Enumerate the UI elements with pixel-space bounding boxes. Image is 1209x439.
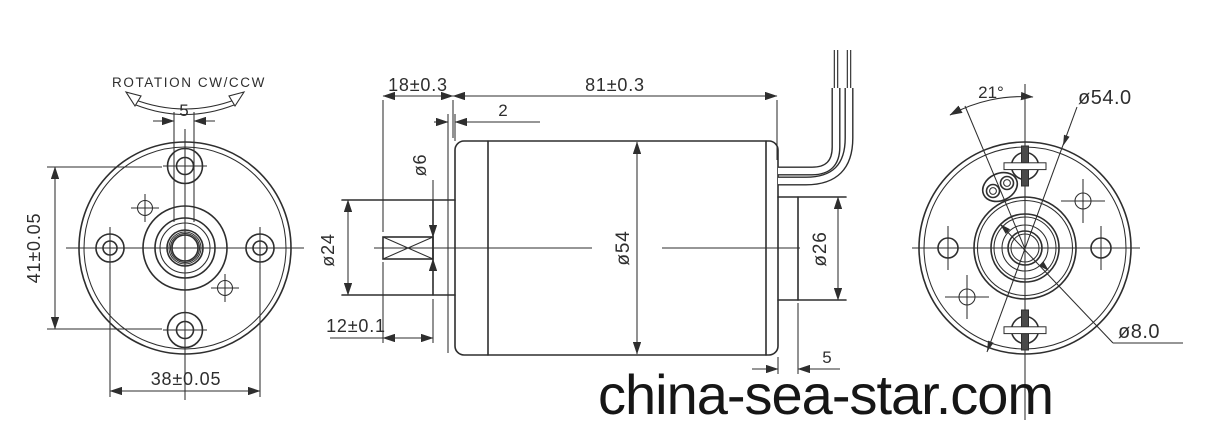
dim-shaft-length: 12±0.1 <box>326 262 434 343</box>
dim-center-bore: ø8.0 <box>999 223 1183 344</box>
svg-text:81±0.3: 81±0.3 <box>585 75 645 95</box>
lead-wires <box>778 50 854 186</box>
front-shaft-ring-2 <box>168 231 202 265</box>
watermark-text: china-sea-star.com <box>598 363 1053 426</box>
screw-top <box>1003 145 1047 187</box>
dim-wire-angle: 21° <box>949 83 1034 116</box>
screw-bottom <box>1003 309 1047 351</box>
svg-text:ø54: ø54 <box>613 230 634 265</box>
svg-text:5: 5 <box>822 348 831 367</box>
rear-outer-circle <box>918 141 1132 355</box>
front-shaft-ring-1 <box>166 229 204 267</box>
svg-text:21°: 21° <box>978 83 1004 102</box>
svg-text:2: 2 <box>498 101 507 120</box>
dim-lip-width: 2 <box>434 101 540 143</box>
wire-grommet <box>981 171 1019 203</box>
svg-text:ø6: ø6 <box>410 154 430 177</box>
svg-text:ø54.0: ø54.0 <box>1078 87 1132 109</box>
dim-outer-diameter: ø54.0 <box>986 87 1132 353</box>
front-bearing-circle <box>154 217 216 279</box>
dim-body-diameter: ø54 <box>613 141 642 355</box>
dim-vertical-spacing: 41±0.05 <box>24 166 162 330</box>
svg-text:38±0.05: 38±0.05 <box>151 369 222 389</box>
rotation-label: ROTATION CW/CCW <box>112 75 266 90</box>
rear-hub-circle <box>973 196 1077 300</box>
svg-text:ø24: ø24 <box>318 233 338 266</box>
front-outer-circle <box>78 141 292 355</box>
rear-side-holes <box>937 226 1112 270</box>
svg-text:18±0.3: 18±0.3 <box>388 75 448 95</box>
front-bearing-ring <box>159 222 211 274</box>
rear-bearing-circle-3 <box>1001 224 1049 272</box>
front-pilot-holes <box>131 194 239 302</box>
rear-bearing-circle-2 <box>993 216 1057 280</box>
svg-text:ø8.0: ø8.0 <box>1118 321 1160 343</box>
front-boss-circle <box>142 205 228 291</box>
svg-text:12±0.1: 12±0.1 <box>326 316 386 336</box>
front-shaft-circle <box>171 234 199 262</box>
shaft <box>382 236 434 260</box>
svg-text:ø26: ø26 <box>810 231 831 266</box>
dim-body-length: 81±0.3 <box>452 75 778 160</box>
side-view: 18±0.3 81±0.3 2 ø6 ø24 <box>318 50 854 374</box>
dim-rear-hub-length: 5 <box>752 303 840 374</box>
rear-bore-circle <box>1010 233 1040 263</box>
rear-hub-inner-circle <box>976 199 1074 297</box>
motor-body <box>454 140 779 356</box>
dim-horizontal-spacing: 38±0.05 <box>109 267 261 397</box>
svg-text:41±0.05: 41±0.05 <box>24 213 44 284</box>
dim-slot-width: 5 <box>153 101 215 126</box>
rear-bore-circle-outer <box>1007 230 1043 266</box>
front-shaft-ring-3 <box>169 232 201 264</box>
front-mounting-holes <box>95 147 275 349</box>
front-view: ROTATION CW/CCW 5 41±0.05 38±0.05 <box>24 75 304 400</box>
wire-angle-line <box>964 105 1026 250</box>
front-outer-inner-circle <box>83 146 287 350</box>
rear-pilot-holes <box>945 179 1105 319</box>
dim-boss-diameter: ø24 <box>318 199 353 296</box>
rotation-arrow <box>124 91 246 115</box>
svg-text:5: 5 <box>179 101 188 120</box>
dim-shaft-diameter: ø6 <box>410 154 438 288</box>
dim-front-length: 18±0.3 <box>382 75 454 232</box>
dim-rear-hub-diameter: ø26 <box>810 196 843 301</box>
rear-bearing-circle-1 <box>990 213 1060 283</box>
rear-view: 21° ø54.0 ø8.0 <box>912 83 1183 420</box>
